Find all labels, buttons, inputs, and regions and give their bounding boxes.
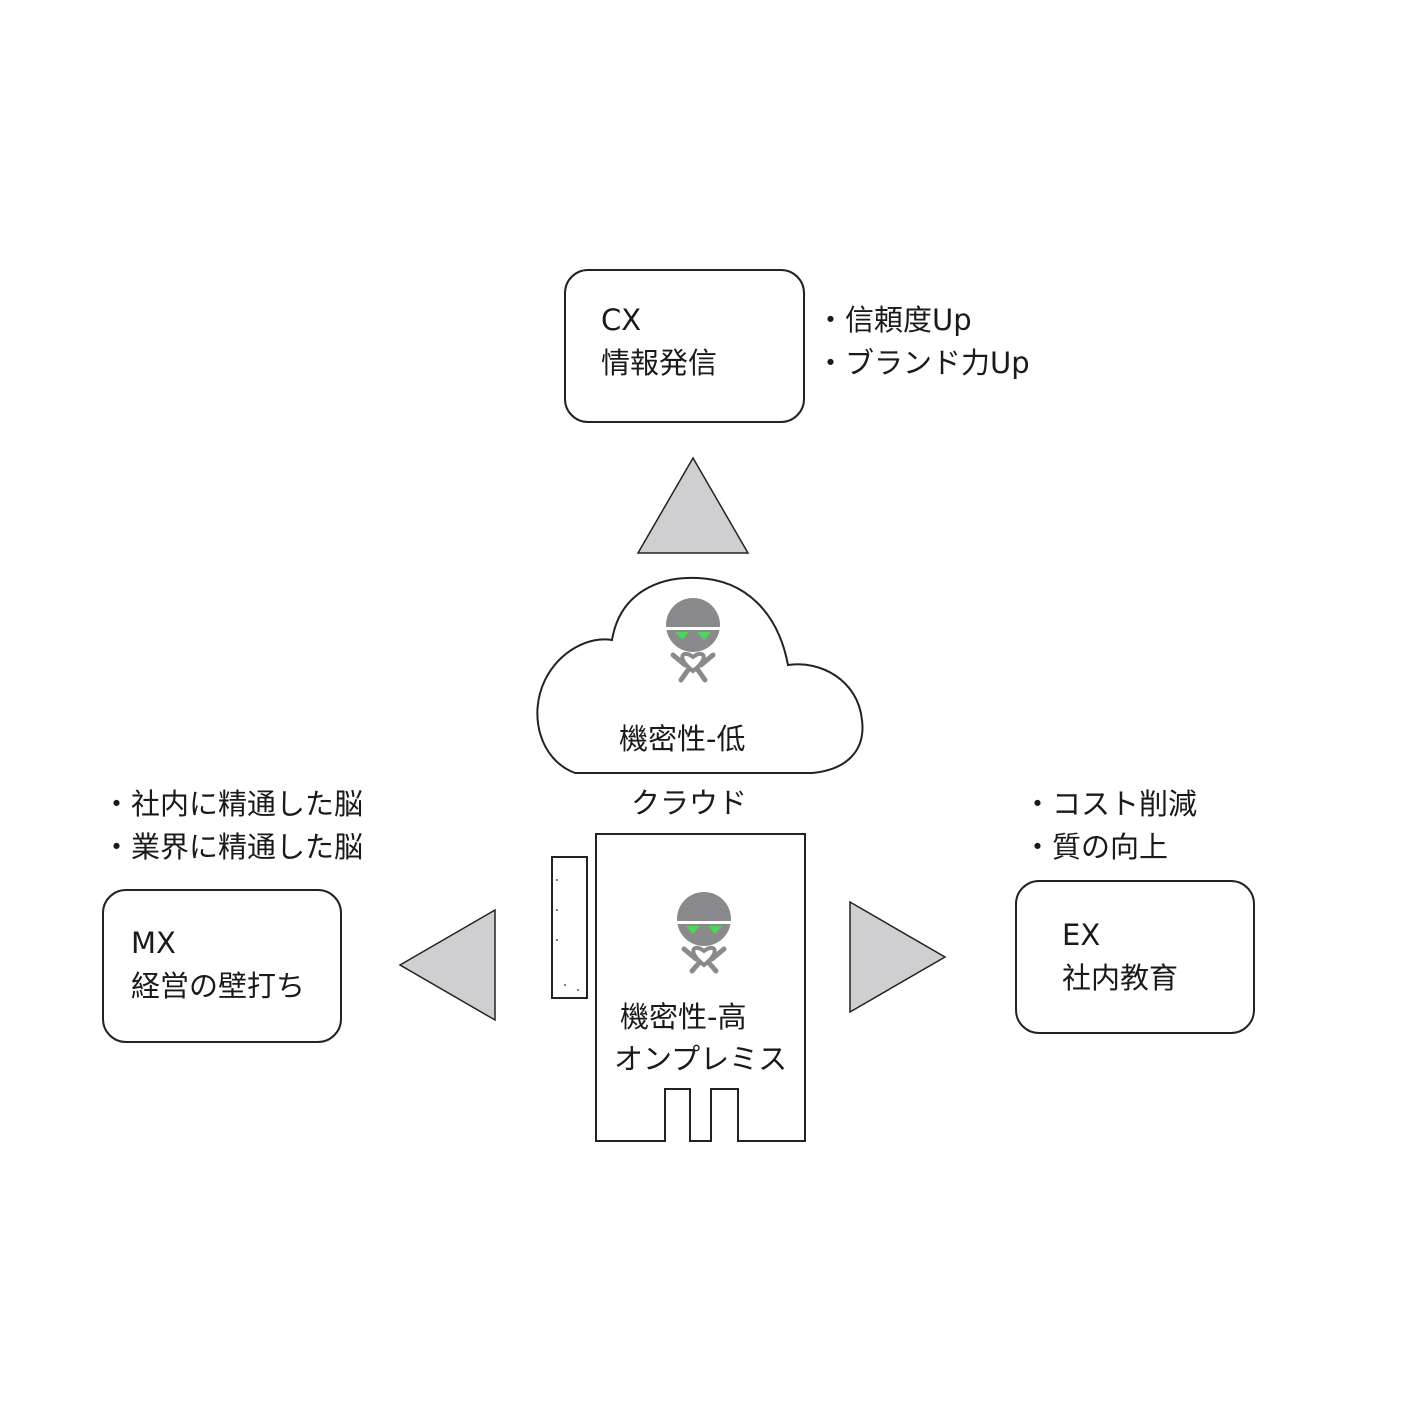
mx-subtitle: 経営の壁打ち [131,969,306,1003]
ex-title: EX [1062,918,1101,952]
arrow-right-icon [849,900,947,1014]
robot-mascot-icon [666,598,720,683]
cx-subtitle: 情報発信 [601,346,718,380]
ex-subtitle: 社内教育 [1062,961,1179,995]
cx-benefit-item: ブランド力Up [816,342,1030,385]
onprem-caption: オンプレミス [614,1042,788,1076]
cloud-confidentiality-label: 機密性-低 [619,722,746,756]
server-rack-shape [551,856,588,999]
robot-mascot-icon [677,892,731,974]
cx-title: CX [601,303,642,337]
cx-text: CX 情報発信 [601,299,717,385]
ex-text: EX 社内教育 [1062,914,1178,1000]
mx-title: MX [131,926,176,960]
mx-text: MX 経営の壁打ち [131,922,305,1008]
server-rack-dots [556,879,579,991]
cloud-caption: クラウド [631,786,748,820]
mx-benefit-item: 業界に精通した脳 [102,826,363,869]
arrow-up-icon [636,456,750,554]
cx-box [564,269,805,423]
onprem-confidentiality-label: 機密性-高 [620,1000,747,1034]
mx-benefits: 社内に精通した脳 業界に精通した脳 [102,783,363,869]
cx-benefit-item: 信頼度Up [816,299,1030,342]
ex-benefits: コスト削減 質の向上 [1023,783,1197,869]
cx-benefits: 信頼度Up ブランド力Up [816,299,1030,385]
mx-benefit-item: 社内に精通した脳 [102,783,363,826]
arrow-left-icon [398,908,496,1022]
mx-box [102,889,342,1043]
ex-benefit-item: 質の向上 [1023,826,1197,869]
ex-benefit-item: コスト削減 [1023,783,1197,826]
ex-box [1015,880,1255,1034]
onprem-building-shape [595,833,806,1142]
